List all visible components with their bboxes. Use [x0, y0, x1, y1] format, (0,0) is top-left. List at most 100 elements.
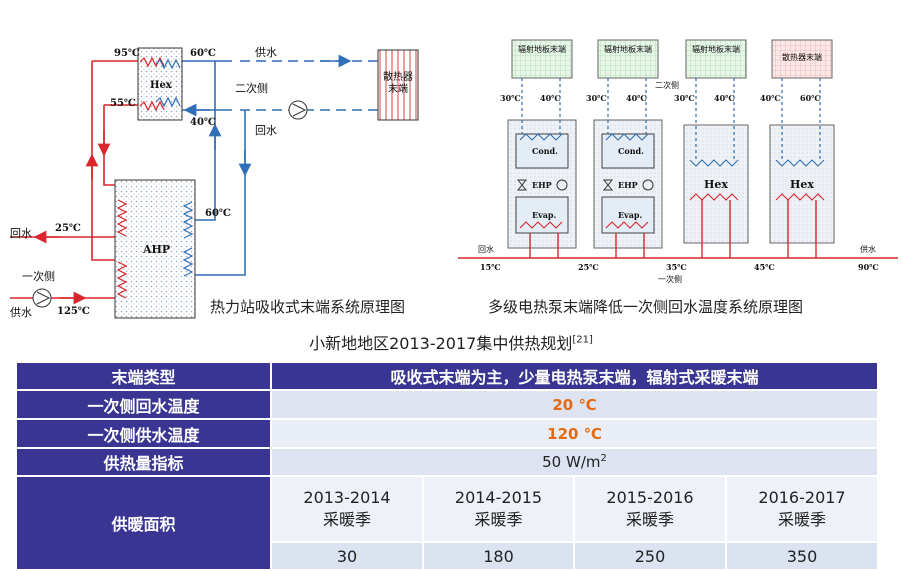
table-row: 一次侧供水温度 120 ℃ — [15, 418, 880, 449]
label-55c: 55℃ — [110, 98, 136, 109]
label-125c: 125℃ — [57, 306, 90, 317]
area-value: 180 — [422, 541, 575, 571]
supply-temp-value: 120 ℃ — [269, 418, 880, 449]
terminal-label-4: 散热器末端 — [782, 53, 822, 62]
label-radiator: 散热器末端 — [383, 72, 413, 95]
absorption-terminal-diagram: 95℃ 60℃ 55℃ 40℃ Hex 供水 二次侧 回水 散热器末端 60℃ … — [0, 0, 450, 325]
season-years: 2014-2015 — [454, 488, 543, 507]
unit-label: Evap. — [532, 210, 557, 220]
label-return: 回水 — [255, 124, 277, 137]
terminal-label-2: 辐射地板末端 — [604, 45, 652, 54]
temp-label: 40℃ — [760, 93, 781, 103]
primary-label: 一次侧 — [658, 275, 682, 284]
label-return-left: 回水 — [10, 227, 32, 240]
season-cell: 2014-2015 采暖季 — [422, 475, 575, 543]
label-primary: 一次侧 — [22, 270, 55, 283]
label-supply: 供水 — [255, 46, 277, 59]
season-cell: 2016-2017 采暖季 — [724, 475, 880, 543]
bottom-temp: 25℃ — [578, 262, 599, 272]
table-row: 30 180 250 350 — [16, 541, 880, 571]
season-years: 2016-2017 — [758, 488, 846, 507]
heating-plan-table: 末端类型 吸收式末端为主，少量电热泵末端，辐射式采暖末端 一次侧回水温度 20 … — [15, 361, 880, 571]
terminal-2-box — [597, 39, 659, 79]
secondary-piping — [182, 54, 378, 276]
return-label: 回水 — [478, 245, 494, 254]
secondary-label: 二次侧 — [655, 81, 679, 90]
unit-label: Cond. — [532, 146, 558, 156]
row-label-supply-temp: 一次侧供水温度 — [15, 418, 272, 449]
area-value: 350 — [724, 541, 880, 571]
temp-label: 30℃ — [674, 93, 695, 103]
temp-label: 30℃ — [500, 93, 521, 103]
bottom-temp: 15℃ — [480, 262, 501, 272]
multistage-heat-pump-diagram: 辐射地板末端 辐射地板末端 辐射地板末端 散热器末端 30℃ 40℃ 30℃ 4… — [450, 0, 902, 325]
row-label-heating-area: 供暖面积 — [15, 475, 272, 571]
unit-label: Hex — [704, 178, 728, 191]
radiator-box — [377, 49, 419, 121]
table-title-text: 小新地地区2013-2017集中供热规划 — [309, 334, 573, 353]
season-suffix: 采暖季 — [778, 510, 827, 529]
secondary-pump-icon — [288, 100, 308, 120]
supply-label: 供水 — [860, 245, 876, 254]
absorption-diagram-svg — [10, 47, 419, 319]
label-hex: Hex — [150, 80, 172, 91]
label-60c-top: 60℃ — [190, 48, 216, 59]
season-cell: 2013-2014 采暖季 — [270, 475, 424, 543]
hex-unit-1 — [683, 124, 749, 244]
label-60c-mid: 60℃ — [205, 208, 231, 219]
temp-label: 60℃ — [800, 93, 821, 103]
table-row: 供热量指标 50 W/m2 — [15, 447, 880, 477]
row-label-heat-index: 供热量指标 — [15, 447, 272, 477]
terminal-label-3: 辐射地板末端 — [692, 45, 740, 54]
label-40c: 40℃ — [190, 117, 216, 128]
terminal-1-box — [511, 39, 573, 79]
bottom-temp: 45℃ — [754, 262, 775, 272]
heat-index-value: 50 W/m2 — [269, 447, 880, 477]
left-diagram-caption: 热力站吸收式末端系统原理图 — [210, 298, 406, 316]
row-label-return-temp: 一次侧回水温度 — [15, 389, 272, 420]
season-years: 2015-2016 — [606, 488, 694, 507]
table-title-reference: [21] — [572, 334, 593, 346]
heat-pump-diagram-svg — [458, 39, 898, 259]
row-label-terminal-type: 末端类型 — [15, 361, 272, 391]
season-cell: 2015-2016 采暖季 — [573, 475, 727, 543]
terminal-3-box — [685, 39, 747, 79]
temp-label: 40℃ — [714, 93, 735, 103]
primary-piping — [10, 60, 138, 305]
table-row: 供暖面积 2013-2014 采暖季 2014-2015 采暖季 2015-2016… — [15, 475, 880, 571]
unit-label: Evap. — [618, 210, 643, 220]
area-value: 30 — [270, 541, 424, 571]
heat-index-unit-sup: 2 — [600, 453, 607, 464]
terminal-type-value: 吸收式末端为主，少量电热泵末端，辐射式采暖末端 — [269, 361, 880, 391]
season-years: 2013-2014 — [303, 488, 391, 507]
right-diagram-caption: 多级电热泵末端降低一次侧回水温度系统原理图 — [488, 298, 804, 316]
label-25c: 25℃ — [55, 223, 81, 234]
primary-pump-icon — [32, 288, 52, 308]
table-row: 末端类型 吸收式末端为主，少量电热泵末端，辐射式采暖末端 — [15, 361, 880, 391]
table-title: 小新地地区2013-2017集中供热规划[21] — [0, 330, 902, 354]
return-temp-value: 20 ℃ — [269, 389, 880, 420]
bottom-temp: 35℃ — [666, 262, 687, 272]
temp-label: 30℃ — [586, 93, 607, 103]
unit-label: EHP — [532, 180, 552, 190]
terminal-label-1: 辐射地板末端 — [518, 45, 566, 54]
heat-index-text: 50 W/m — [542, 453, 601, 471]
unit-label: EHP — [618, 180, 638, 190]
unit-label: Hex — [790, 178, 814, 191]
unit-label: Cond. — [618, 146, 644, 156]
area-value: 250 — [573, 541, 727, 571]
temp-label: 40℃ — [626, 93, 647, 103]
ahp-box — [114, 179, 196, 319]
bottom-temp: 90℃ — [858, 262, 879, 272]
season-suffix: 采暖季 — [474, 510, 523, 529]
label-supply-left: 供水 — [10, 306, 32, 319]
label-95c: 95℃ — [114, 48, 140, 59]
label-secondary: 二次侧 — [235, 82, 268, 95]
label-ahp: AHP — [143, 243, 171, 256]
season-suffix: 采暖季 — [322, 510, 371, 529]
terminal-4-box — [771, 39, 833, 79]
temp-label: 40℃ — [540, 93, 561, 103]
season-suffix: 采暖季 — [625, 510, 674, 529]
hex-unit-2 — [769, 124, 835, 244]
table-row: 一次侧回水温度 20 ℃ — [15, 389, 880, 420]
